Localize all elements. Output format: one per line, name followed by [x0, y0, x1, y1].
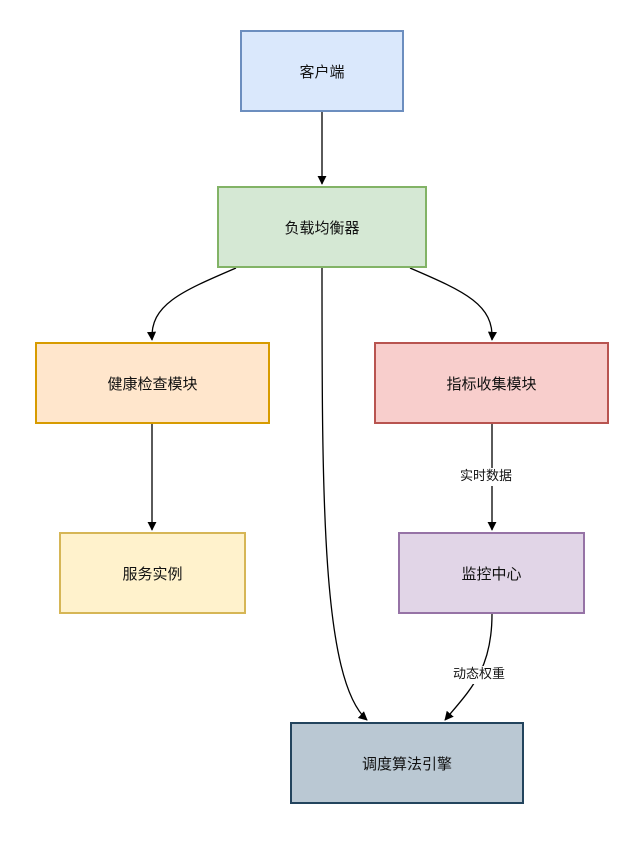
edge-label-dynamic-weight: 动态权重 — [451, 666, 508, 684]
node-monitor-center-label: 监控中心 — [461, 564, 522, 583]
node-health-check: 健康检查模块 — [35, 342, 270, 424]
node-monitor-center: 监控中心 — [398, 532, 585, 614]
edge-label-realtime-data: 实时数据 — [458, 468, 515, 486]
node-service-instance-label: 服务实例 — [122, 564, 183, 583]
node-health-check-label: 健康检查模块 — [107, 374, 198, 393]
node-client-label: 客户端 — [299, 62, 345, 81]
node-client: 客户端 — [240, 30, 404, 112]
node-scheduling-engine-label: 调度算法引擎 — [361, 754, 452, 773]
edge-lb-metrics — [409, 267, 498, 341]
edge-lb-engine — [321, 267, 368, 721]
node-metrics-collector: 指标收集模块 — [374, 342, 609, 424]
node-load-balancer: 负载均衡器 — [217, 186, 427, 268]
node-service-instance: 服务实例 — [59, 532, 246, 614]
node-metrics-collector-label: 指标收集模块 — [446, 374, 537, 393]
node-scheduling-engine: 调度算法引擎 — [290, 722, 524, 804]
edge-lb-health — [146, 267, 237, 341]
node-load-balancer-label: 负载均衡器 — [284, 218, 360, 237]
